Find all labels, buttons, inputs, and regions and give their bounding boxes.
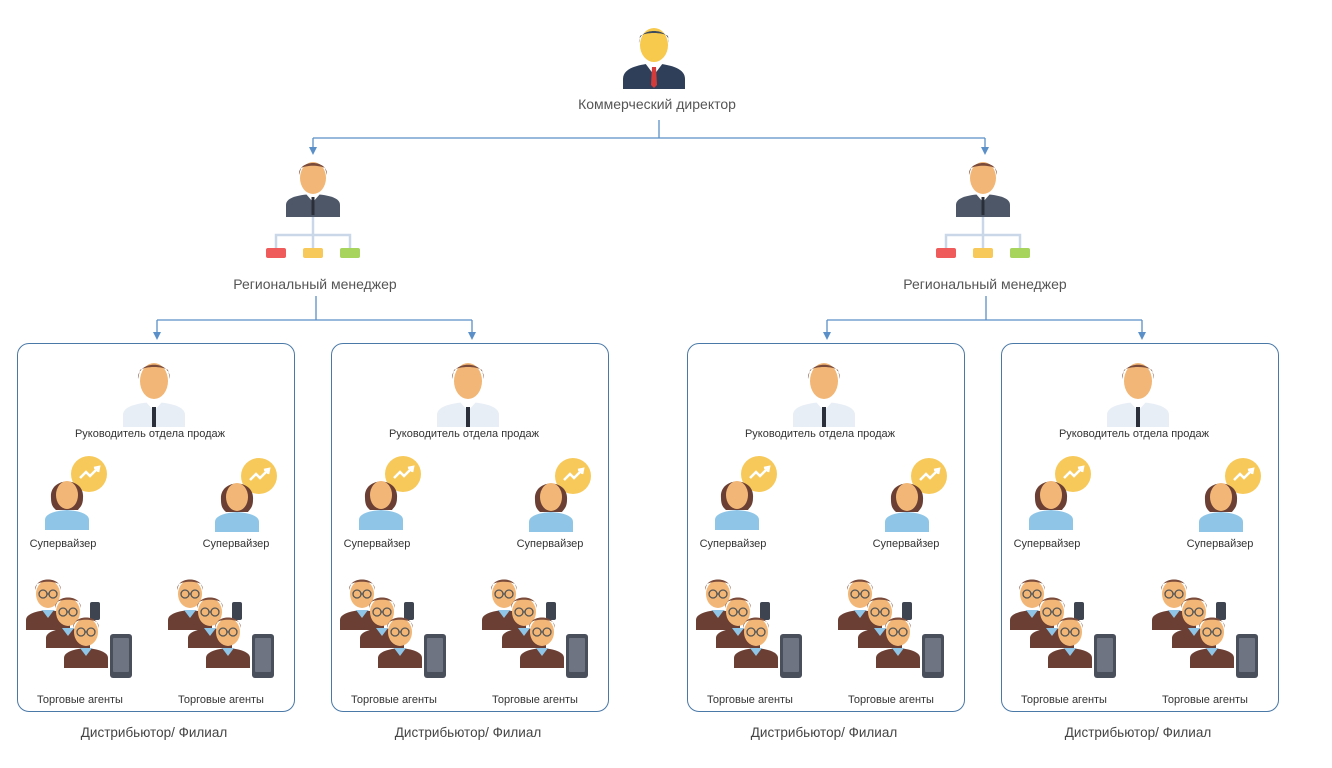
supervisor-icon — [1199, 458, 1261, 532]
sales-agents-icon — [168, 579, 274, 678]
business-man-icon — [623, 28, 685, 89]
supervisor-icon — [359, 456, 421, 530]
sales-agents-icon — [26, 579, 132, 678]
sales-head-icon — [437, 363, 499, 427]
agents-title: Торговые агенты — [1021, 694, 1107, 706]
branch-box: Руководитель отдела продаж Супервайзер С… — [687, 343, 965, 712]
supervisor-icon — [715, 456, 777, 530]
branch-box: Руководитель отдела продаж Супервайзер С… — [1001, 343, 1279, 712]
regional-manager-title-1: Региональный менеджер — [233, 276, 397, 292]
supervisor-title: Супервайзер — [1186, 538, 1254, 550]
sales-agents-icon — [1010, 579, 1116, 678]
agents-title: Торговые агенты — [848, 694, 934, 706]
supervisor-title: Супервайзер — [1013, 538, 1081, 550]
sales-head-icon — [1107, 363, 1169, 427]
agents-title: Торговые агенты — [492, 694, 578, 706]
manager-org-icon — [266, 162, 360, 258]
sales-agents-icon — [696, 579, 802, 678]
branch-box: Руководитель отдела продаж Супервайзер С… — [17, 343, 295, 712]
sales-head-title: Руководитель отдела продаж — [1058, 428, 1210, 440]
agents-title: Торговые агенты — [37, 694, 123, 706]
supervisor-icon — [45, 456, 107, 530]
sales-head-icon — [123, 363, 185, 427]
distributor-caption: Дистрибьютор/ Филиал — [394, 725, 542, 740]
supervisor-title: Супервайзер — [872, 538, 940, 550]
distributor-caption: Дистрибьютор/ Филиал — [80, 725, 228, 740]
supervisor-icon — [529, 458, 591, 532]
supervisor-title: Супервайзер — [699, 538, 767, 550]
agents-title: Торговые агенты — [1162, 694, 1248, 706]
manager-org-icon — [936, 162, 1030, 258]
sales-head-title: Руководитель отдела продаж — [744, 428, 896, 440]
agents-title: Торговые агенты — [351, 694, 437, 706]
sales-head-title: Руководитель отдела продаж — [388, 428, 540, 440]
director-title: Коммерческий директор — [578, 96, 736, 112]
sales-agents-icon — [482, 579, 588, 678]
sales-head-icon — [793, 363, 855, 427]
supervisor-icon — [885, 458, 947, 532]
supervisor-title: Супервайзер — [343, 538, 411, 550]
supervisor-icon — [215, 458, 277, 532]
sales-agents-icon — [340, 579, 446, 678]
supervisor-icon — [1029, 456, 1091, 530]
regional-manager-title-2: Региональный менеджер — [903, 276, 1067, 292]
distributor-caption: Дистрибьютор/ Филиал — [750, 725, 898, 740]
agents-title: Торговые агенты — [707, 694, 793, 706]
supervisor-title: Супервайзер — [202, 538, 270, 550]
sales-agents-icon — [838, 579, 944, 678]
agents-title: Торговые агенты — [178, 694, 264, 706]
supervisor-title: Супервайзер — [516, 538, 584, 550]
distributor-caption: Дистрибьютор/ Филиал — [1064, 725, 1212, 740]
sales-head-title: Руководитель отдела продаж — [74, 428, 226, 440]
branch-box: Руководитель отдела продаж Супервайзер С… — [331, 343, 609, 712]
supervisor-title: Супервайзер — [29, 538, 97, 550]
sales-agents-icon — [1152, 579, 1258, 678]
